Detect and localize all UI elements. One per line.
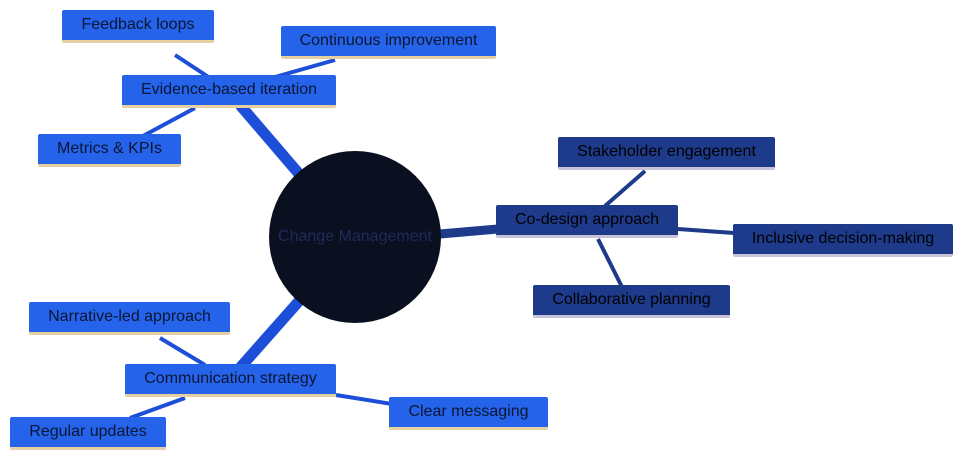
root-node-label: Change Management — [278, 228, 432, 245]
edge-root-evidence — [235, 101, 305, 179]
edge-evidence-continuous — [274, 58, 336, 79]
edge-communication-narrative — [158, 336, 207, 367]
node-metrics-kpis[interactable]: Metrics & KPIs — [38, 134, 181, 167]
node-regular-updates-label: Regular updates — [29, 423, 147, 440]
branch-communication-strategy[interactable]: Communication strategy — [125, 364, 336, 397]
node-clear-messaging[interactable]: Clear messaging — [389, 397, 548, 430]
branch-codesign-label: Co-design approach — [514, 211, 660, 228]
node-metrics-kpis-label: Metrics & KPIs — [57, 140, 162, 157]
root-node[interactable]: Change Management — [269, 151, 441, 323]
node-narrative-led-approach[interactable]: Narrative-led approach — [29, 302, 230, 335]
branch-co-design-approach[interactable]: Co-design approach — [496, 205, 678, 238]
node-regular-updates[interactable]: Regular updates — [10, 417, 166, 450]
edge-root-communication — [233, 296, 305, 374]
node-narrative-led-approach-label: Narrative-led approach — [48, 308, 211, 325]
node-collaborative-planning[interactable]: Collaborative planning — [533, 285, 730, 318]
node-stakeholder-engagement-label: Stakeholder engagement — [577, 143, 756, 160]
node-collaborative-planning-label: Collaborative planning — [552, 291, 711, 308]
branch-evidence-based-iteration[interactable]: Evidence-based iteration — [122, 75, 336, 108]
node-continuous-improvement-label: Continuous improvement — [299, 32, 478, 49]
branch-communication-label: Communication strategy — [144, 370, 317, 387]
edge-evidence-metrics — [142, 106, 196, 138]
node-feedback-loops-label: Feedback loops — [81, 16, 195, 33]
node-continuous-improvement[interactable]: Continuous improvement — [281, 26, 496, 59]
node-clear-messaging-label: Clear messaging — [408, 403, 529, 420]
node-stakeholder-engagement[interactable]: Stakeholder engagement — [558, 137, 775, 170]
edge-root-codesign — [439, 224, 499, 239]
edge-codesign-collaborative — [596, 238, 624, 288]
branch-evidence-label: Evidence-based iteration — [140, 81, 318, 98]
edge-communication-clear — [335, 393, 393, 406]
edge-codesign-stakeholder — [603, 169, 647, 208]
node-inclusive-decision-making-label: Inclusive decision-making — [751, 230, 935, 247]
node-inclusive-decision-making[interactable]: Inclusive decision-making — [733, 224, 953, 257]
edge-evidence-feedback — [173, 53, 212, 80]
node-feedback-loops[interactable]: Feedback loops — [62, 10, 214, 43]
edge-codesign-inclusive — [677, 227, 735, 235]
edge-communication-regular — [129, 396, 186, 420]
